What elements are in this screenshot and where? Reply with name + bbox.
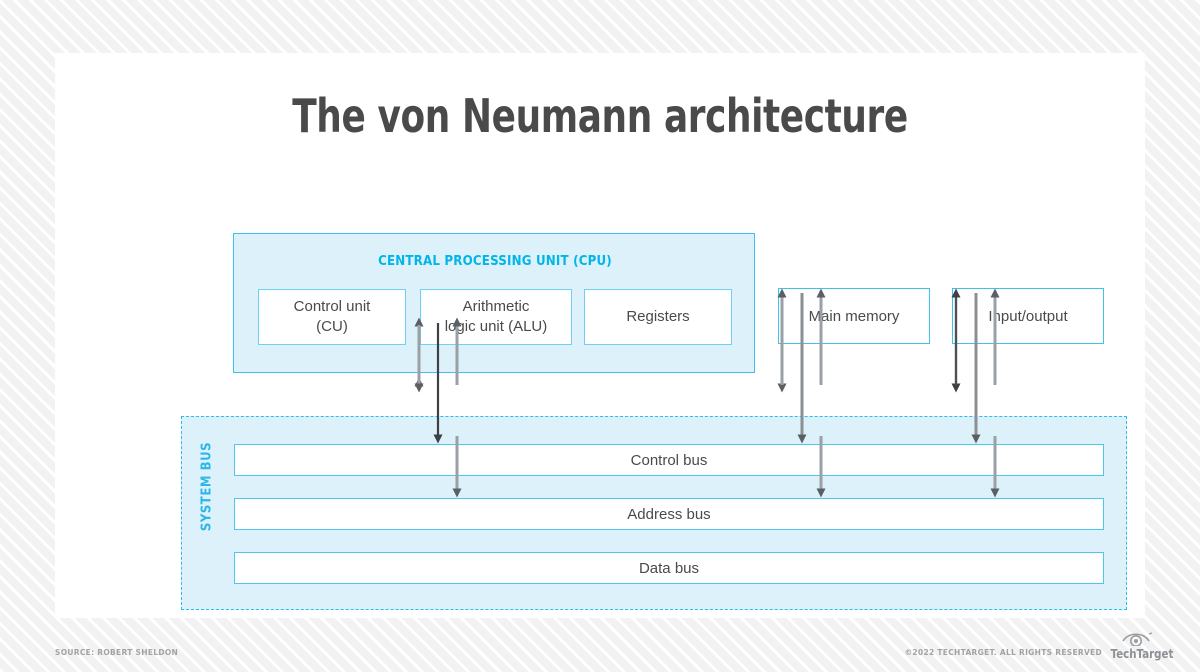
diagram-card: The von Neumann architecture CENTRAL PRO… <box>55 53 1145 618</box>
block-input-output: Input/output <box>952 288 1104 344</box>
bus-bar-data-label: Data bus <box>638 559 700 577</box>
cpu-unit-registers-label: Registers <box>626 308 690 326</box>
bus-bar-data: Data bus <box>234 552 1104 584</box>
block-main-memory-label: Main memory <box>808 307 900 325</box>
techtarget-wordmark: TechTarget <box>1110 646 1174 661</box>
bus-bar-control-label: Control bus <box>630 451 708 469</box>
system-bus-label: SYSTEM BUS <box>199 441 215 532</box>
block-input-output-label: Input/output <box>988 307 1068 325</box>
cpu-unit-registers: Registers <box>584 289 732 345</box>
page-title: The von Neumann architecture <box>292 89 908 143</box>
eye-icon <box>1122 632 1153 646</box>
footer-source: SOURCE: ROBERT SHELDON <box>55 648 179 657</box>
cpu-unit-control-unit: Control unit (CU) <box>258 289 406 345</box>
cpu-unit-control-unit-label: Control unit (CU) <box>293 298 371 335</box>
footer-copyright: ©2022 TECHTARGET. ALL RIGHTS RESERVED <box>904 648 1102 657</box>
system-bus-container: SYSTEM BUS Control bus Address bus Data … <box>181 416 1127 610</box>
bus-bar-address: Address bus <box>234 498 1104 530</box>
cpu-unit-alu: Arithmetic logic unit (ALU) <box>420 289 572 345</box>
bus-bar-control: Control bus <box>234 444 1104 476</box>
bus-bar-address-label: Address bus <box>627 505 711 523</box>
cpu-unit-alu-label: Arithmetic logic unit (ALU) <box>444 298 548 335</box>
cpu-label: CENTRAL PROCESSING UNIT (CPU) <box>378 253 612 269</box>
block-main-memory: Main memory <box>778 288 930 344</box>
cpu-container: CENTRAL PROCESSING UNIT (CPU) Control un… <box>233 233 755 373</box>
techtarget-logo: TechTarget <box>1105 630 1174 664</box>
